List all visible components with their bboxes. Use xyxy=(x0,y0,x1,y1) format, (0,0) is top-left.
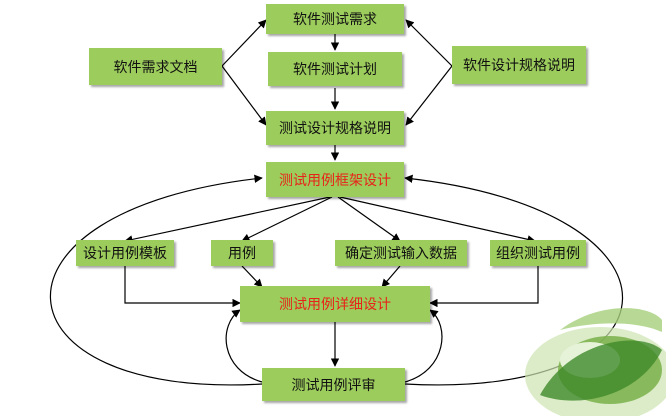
node-detail-design: 测试用例详细设计 xyxy=(240,286,430,322)
loop-review-to-detail-right xyxy=(404,309,443,383)
loop-review-to-detail-left xyxy=(225,309,263,383)
arrow-inputdata-to-detail xyxy=(381,265,401,288)
arrow-organize-to-detail xyxy=(429,266,539,308)
node-template: 设计用例模板 xyxy=(76,240,174,266)
loop-review-to-framework-left xyxy=(49,174,263,386)
arrow-template-to-detail xyxy=(124,266,241,308)
decorative-globe-image xyxy=(525,308,666,416)
node-req-doc: 软件需求文档 xyxy=(89,48,222,85)
arrow-spec-to-requirements xyxy=(405,19,453,67)
node-input-data: 确定测试输入数据 xyxy=(335,240,467,266)
node-use-case: 用例 xyxy=(211,240,273,266)
node-test-design-spec: 测试设计规格说明 xyxy=(266,111,404,145)
arrow-spec-to-testdesign xyxy=(405,65,453,126)
node-test-plan: 软件测试计划 xyxy=(268,52,402,86)
arrow-reqdoc-to-requirements xyxy=(221,19,267,67)
arrow-framework-to-usecase xyxy=(241,196,333,242)
arrow-framework-to-template xyxy=(124,196,331,244)
node-review: 测试用例评审 xyxy=(262,368,405,401)
arrow-framework-to-inputdata xyxy=(337,196,401,242)
arrow-reqdoc-to-testdesign xyxy=(221,65,267,126)
arrow-usecase-to-detail xyxy=(241,265,263,288)
node-framework-design: 测试用例框架设计 xyxy=(266,162,404,197)
loop-review-to-framework-right xyxy=(404,174,624,386)
node-organize: 组织测试用例 xyxy=(490,240,586,266)
arrow-framework-to-organize xyxy=(339,196,536,244)
node-design-spec-source: 软件设计规格说明 xyxy=(452,46,586,84)
node-requirements: 软件测试需求 xyxy=(266,4,404,34)
